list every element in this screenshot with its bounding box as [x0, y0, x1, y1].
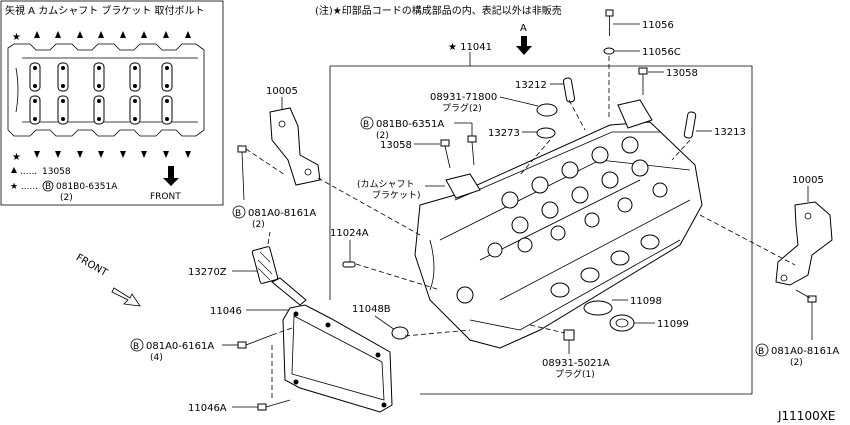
part-081a0-8161a-left[interactable]: B 081A0-8161A (2)	[232, 145, 316, 230]
label-13058-top: 13058	[666, 68, 698, 79]
legend-star-code: 081B0-6351A	[56, 182, 118, 192]
front-arrow-main-icon	[111, 287, 141, 307]
svg-text:A: A	[520, 23, 527, 34]
inset-front-label: FRONT	[150, 192, 181, 202]
front-direction: FRONT	[74, 252, 141, 307]
part-11046[interactable]: 11046	[210, 304, 393, 413]
inset-view-a: 矢視 A カムシャフト ブラケット 取付ボルト ★	[0, 0, 224, 206]
label-bracket-1: (カムシャフト	[357, 179, 415, 190]
label-13212: 13212	[515, 80, 547, 91]
svg-text:B: B	[363, 120, 369, 130]
part-13213[interactable]: 13213	[683, 111, 746, 139]
label-bracket-2: ブラケット)	[372, 189, 421, 201]
front-main-label: FRONT	[74, 252, 110, 279]
svg-text:B: B	[133, 342, 139, 352]
view-a-arrow: A	[516, 23, 532, 55]
label-081a0-6161a: 081A0-6161A	[146, 341, 214, 352]
label-081a0-8161a-right: 081A0-8161A	[771, 346, 839, 357]
label-10005-left: 10005	[266, 86, 298, 97]
part-11046a[interactable]: 11046A	[188, 345, 291, 414]
part-11024a[interactable]: 11024A	[330, 228, 441, 291]
cam-bracket-upper	[617, 99, 653, 129]
label-13273: 13273	[488, 128, 520, 139]
inset-markers-top: ★	[12, 31, 191, 43]
label-13058-mid: 13058	[380, 140, 412, 151]
camshaft-bracket-callout: (カムシャフト ブラケット)	[357, 173, 481, 201]
label-08931-71800-sub: プラグ(2)	[442, 102, 482, 114]
label-11046a: 11046A	[188, 403, 227, 414]
part-13212[interactable]: 13212	[515, 77, 576, 103]
label-08931-5021a-sub: プラグ(1)	[555, 368, 595, 380]
legend-triangle-code: 13058	[42, 167, 71, 177]
part-13058-mid[interactable]: 13058	[380, 135, 477, 169]
inset-title: 矢視 A カムシャフト ブラケット 取付ボルト	[5, 4, 205, 17]
svg-text:B: B	[45, 182, 51, 192]
label-10005-right: 10005	[792, 175, 824, 186]
front-arrow-icon	[163, 166, 179, 186]
label-11056c: 11056C	[642, 47, 681, 58]
assembly-frame	[330, 65, 753, 395]
inset-frame	[0, 0, 224, 206]
svg-text:......: ......	[20, 167, 37, 177]
part-11048b[interactable]: 11048B	[352, 304, 409, 340]
diagram-id: J11100XE	[777, 409, 836, 423]
label-13270z: 13270Z	[188, 267, 227, 278]
svg-text:(2): (2)	[790, 358, 803, 368]
part-081a0-8161a-right[interactable]: B 081A0-8161A (2)	[755, 289, 839, 368]
part-08931-71800[interactable]: 08931-71800 プラグ(2)	[430, 92, 558, 117]
label-11041[interactable]: ★ 11041	[448, 42, 492, 53]
svg-text:(2): (2)	[60, 193, 73, 203]
label-08931-71800: 08931-71800	[430, 92, 497, 103]
svg-text:B: B	[235, 209, 241, 219]
svg-text:★: ★	[12, 32, 21, 43]
part-11056c[interactable]: 11056C	[603, 47, 681, 58]
part-081a0-6161a[interactable]: B 081A0-6161A (4)	[130, 327, 293, 363]
svg-text:(4): (4)	[150, 353, 163, 363]
circle-b-icon	[42, 180, 54, 192]
label-08931-5021a: 08931-5021A	[542, 358, 610, 369]
part-11056[interactable]: 11056	[605, 9, 674, 36]
label-11099: 11099	[657, 319, 689, 330]
part-08931-5021a[interactable]: 08931-5021A プラグ(1)	[542, 329, 610, 380]
svg-text:★ ......: ★ ......	[10, 182, 38, 192]
inset-head-outline	[7, 43, 205, 137]
cylinder-head	[414, 121, 703, 349]
svg-text:(2): (2)	[376, 131, 389, 141]
label-11056: 11056	[642, 20, 674, 31]
label-11048b: 11048B	[352, 304, 391, 315]
cam-bracket-lower	[445, 173, 481, 199]
label-11098: 11098	[630, 296, 662, 307]
part-10005-left[interactable]: 10005	[266, 86, 321, 186]
svg-text:★: ★	[12, 152, 21, 163]
arrow-down-icon	[516, 36, 532, 55]
svg-text:B: B	[758, 347, 764, 357]
part-11099[interactable]: 11099	[609, 314, 689, 332]
part-13270z[interactable]: 13270Z	[188, 231, 307, 306]
part-081b0-6351a[interactable]: B 081B0-6351A (2)	[360, 116, 473, 141]
label-11024a: 11024A	[330, 228, 369, 239]
label-11046: 11046	[210, 306, 242, 317]
label-13213: 13213	[714, 127, 746, 138]
part-13273[interactable]: 13273	[488, 127, 556, 139]
inset-front-arrow: FRONT	[150, 166, 181, 202]
inset-markers-bottom: ★	[12, 151, 191, 163]
svg-text:(2): (2)	[252, 220, 265, 230]
inset-legend: ...... 13058 ★ ...... B 081B0-6351A (2)	[10, 167, 118, 203]
label-081a0-8161a-left: 081A0-8161A	[248, 208, 316, 219]
part-11098[interactable]: 11098	[583, 296, 662, 316]
part-13058-top[interactable]: 13058	[638, 67, 698, 95]
note-text: (注)★印部品コードの構成部品の内、表記以外は非販売	[315, 4, 562, 17]
part-10005-right[interactable]: 10005	[775, 175, 833, 286]
label-081b0-6351a: 081B0-6351A	[376, 119, 444, 130]
